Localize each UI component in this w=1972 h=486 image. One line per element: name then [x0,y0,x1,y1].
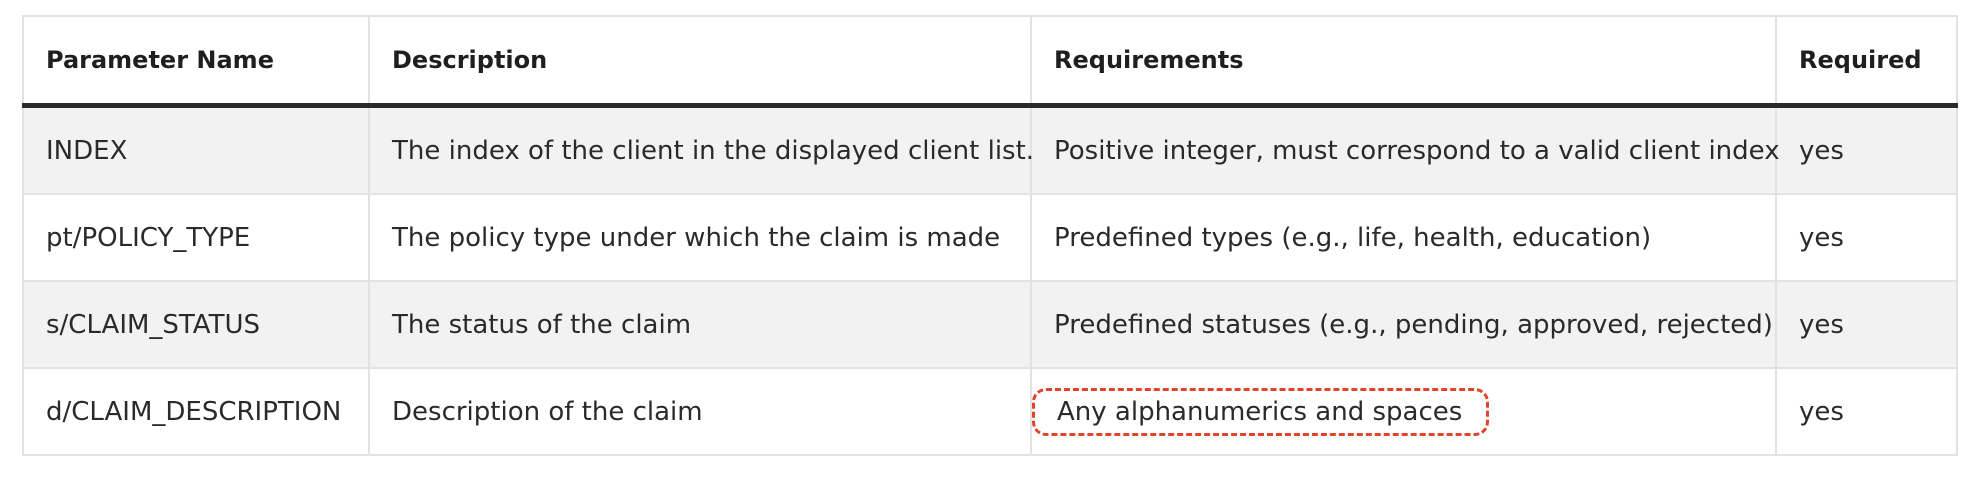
cell-requirements: Positive integer, must correspond to a v… [1030,104,1780,195]
table-row: pt/POLICY_TYPE The policy type under whi… [22,193,1958,282]
cell-parameter-name: pt/POLICY_TYPE [22,193,370,282]
cell-requirements: Predefined types (e.g., life, health, ed… [1030,193,1777,282]
table-row: INDEX The index of the client in the dis… [22,104,1958,195]
cell-parameter-name: d/CLAIM_DESCRIPTION [22,367,370,456]
table-header-row: Parameter Name Description Requirements … [22,15,1958,108]
parameters-table-container: Parameter Name Description Requirements … [22,15,1958,456]
cell-requirements: Any alphanumerics and spaces [1030,367,1777,456]
cell-description: The policy type under which the claim is… [368,193,1032,282]
cell-description: Description of the claim [368,367,1032,456]
cell-required: yes [1775,193,1958,282]
table-row: d/CLAIM_DESCRIPTION Description of the c… [22,367,1958,456]
cell-parameter-name: INDEX [22,104,370,195]
cell-description: The status of the claim [368,280,1032,369]
header-parameter-name: Parameter Name [22,15,370,108]
cell-required: yes [1775,367,1958,456]
cell-requirements: Predefined statuses (e.g., pending, appr… [1030,280,1777,369]
header-requirements: Requirements [1030,15,1777,108]
cell-required: yes [1775,280,1958,369]
header-description: Description [368,15,1032,108]
table-row: s/CLAIM_STATUS The status of the claim P… [22,280,1958,369]
parameters-table: Parameter Name Description Requirements … [22,15,1958,456]
cell-parameter-name: s/CLAIM_STATUS [22,280,370,369]
cell-description: The index of the client in the displayed… [368,104,1034,195]
cell-required: yes [1775,104,1958,195]
header-required: Required [1775,15,1958,108]
highlighted-requirement: Any alphanumerics and spaces [1032,387,1490,436]
